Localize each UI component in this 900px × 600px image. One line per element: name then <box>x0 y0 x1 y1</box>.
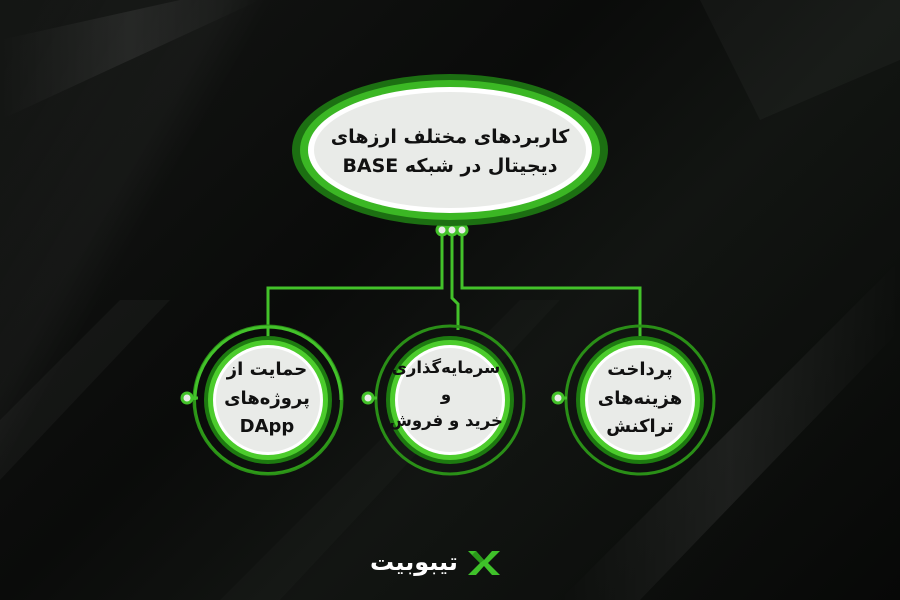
connector-nodes <box>435 223 469 237</box>
tebubit-logo-icon <box>467 551 500 575</box>
item-dapp-line1: حمایت از <box>226 358 308 380</box>
brand-logo: تیبوبیت <box>370 545 502 579</box>
item-investment-label: سرمایه‌گذاری و خرید و فروش <box>386 340 506 450</box>
item-investment-line2: خرید و فروش <box>389 411 503 431</box>
brand-logo-text: تیبوبیت <box>370 548 458 576</box>
item-dapp-line3: DApp <box>239 416 295 438</box>
circle-investment <box>361 324 526 476</box>
item-fees-label: پرداخت هزینه‌های تراکنش <box>580 344 700 454</box>
item-dapp-label: حمایت از پروژه‌های DApp <box>207 344 327 454</box>
item-fees-line2: هزینه‌های <box>597 387 683 409</box>
item-dapp-line2: پروژه‌های <box>224 387 310 409</box>
main-title: کاربردهای مختلف ارزهای دیجیتال در شبکه B… <box>320 104 580 200</box>
main-ellipse <box>292 74 608 226</box>
item-fees-line3: تراکنش <box>606 416 674 438</box>
connector-lines <box>266 232 642 336</box>
main-title-line2: دیجیتال در شبکه BASE <box>342 155 558 177</box>
circle-dapp <box>180 324 344 476</box>
item-investment-line1: سرمایه‌گذاری و <box>391 358 501 404</box>
circle-fees <box>551 324 716 476</box>
main-title-line1: کاربردهای مختلف ارزهای <box>330 125 570 148</box>
item-fees-line1: پرداخت <box>607 358 673 380</box>
